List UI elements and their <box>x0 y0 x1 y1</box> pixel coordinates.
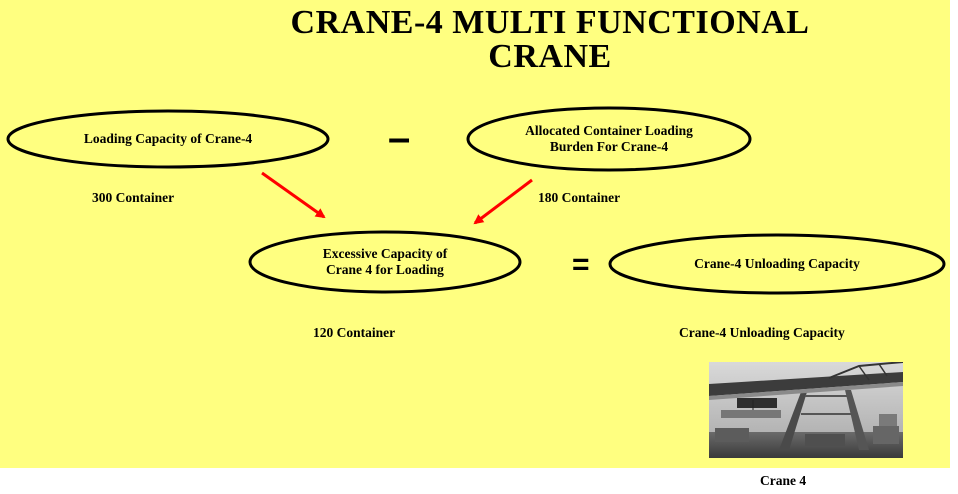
arrow-burden-to-excess <box>473 178 533 225</box>
excessive-capacity-value: 120 Container <box>313 325 396 340</box>
excessive-capacity-label-line-2: Crane 4 for Loading <box>326 262 444 277</box>
unloading-capacity-value: Crane-4 Unloading Capacity <box>679 325 845 340</box>
allocated-burden-label-line-1: Allocated Container Loading <box>525 123 693 138</box>
excessive-capacity-label-line-1: Excessive Capacity of <box>322 246 448 261</box>
minus-operator: – <box>388 116 411 160</box>
unloading-capacity-ellipse <box>608 233 946 295</box>
arrow-loading-to-excess <box>261 171 326 219</box>
allocated-burden-label: Allocated Container Loading Burden For C… <box>470 108 748 170</box>
title-line-2: CRANE <box>488 38 612 75</box>
photo-caption: Crane 4 <box>760 473 807 488</box>
loading-capacity-ellipse <box>6 109 330 169</box>
crane-photo-drawing <box>709 362 903 458</box>
excessive-capacity-ellipse <box>248 230 522 294</box>
gantry-crane-photo <box>709 362 903 458</box>
slide-title: CRANE-4 MULTI FUNCTIONAL CRANE <box>200 6 900 74</box>
excessive-capacity-label: Excessive Capacity of Crane 4 for Loadin… <box>252 232 518 292</box>
title-line-1: CRANE-4 MULTI FUNCTIONAL <box>290 4 810 41</box>
loading-capacity-label: Loading Capacity of Crane-4 <box>83 131 253 146</box>
allocated-burden-label-line-2: Burden For Crane-4 <box>549 139 669 154</box>
equals-operator: = <box>572 248 590 281</box>
allocated-burden-ellipse <box>466 106 752 172</box>
loading-capacity-value: 300 Container <box>92 190 175 205</box>
allocated-burden-value: 180 Container <box>538 190 621 205</box>
unloading-capacity-label: Crane-4 Unloading Capacity <box>694 256 860 271</box>
